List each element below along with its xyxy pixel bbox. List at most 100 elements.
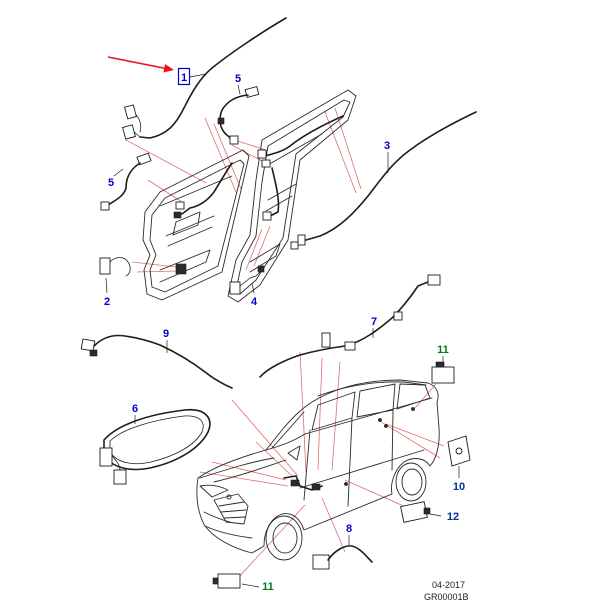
leader-line bbox=[204, 117, 237, 193]
rear-door-cable bbox=[269, 167, 280, 217]
harness-1-connector bbox=[124, 104, 137, 120]
harness-7-cable bbox=[259, 281, 429, 378]
callout-3: 3 bbox=[384, 140, 390, 152]
callout-12: 12 bbox=[447, 511, 459, 523]
harness-5-cable bbox=[219, 94, 249, 141]
callout-2-leader bbox=[105, 277, 108, 294]
leader-lines-bottom bbox=[199, 351, 445, 579]
harness-item-1: 1 bbox=[122, 17, 287, 219]
harness-1-cable bbox=[139, 17, 287, 139]
front-door-outer bbox=[142, 149, 250, 301]
callout-2: 2 bbox=[104, 296, 110, 308]
harness-item-9: 9 bbox=[80, 328, 233, 389]
vehicle-outline bbox=[196, 379, 440, 561]
front-door-cable bbox=[181, 162, 233, 215]
callout-8: 8 bbox=[346, 523, 352, 535]
vehicle-body-lower bbox=[196, 458, 431, 554]
harness-9-connector bbox=[89, 349, 98, 357]
harness-item-5-front: 5 bbox=[100, 152, 152, 211]
leader-line bbox=[324, 111, 357, 194]
diagram-footer: 04-2017 GR00001B bbox=[424, 580, 469, 602]
harness-2-cable bbox=[109, 257, 131, 277]
vehicle-connector-point bbox=[378, 418, 382, 422]
harness-4-connector bbox=[257, 265, 265, 273]
harness-item-7: 7 bbox=[259, 274, 441, 378]
harness-8-connector bbox=[312, 554, 330, 570]
harness-5-connector bbox=[100, 201, 110, 211]
harness-2-connector bbox=[99, 257, 111, 275]
callout-11-leader bbox=[241, 583, 260, 588]
harness-7-connector bbox=[393, 311, 403, 321]
leader-line bbox=[385, 423, 445, 447]
harness-6-connector bbox=[113, 469, 127, 485]
rear-door-outer bbox=[227, 89, 357, 303]
callout-1-box bbox=[177, 67, 191, 86]
harness-6-loop-inner bbox=[109, 415, 204, 465]
part-10-hole bbox=[455, 447, 463, 455]
callout-1: 1 bbox=[181, 72, 187, 84]
pointer-arrow bbox=[107, 56, 174, 73]
harness-item-4: 4 bbox=[229, 265, 265, 308]
leader-line bbox=[344, 479, 409, 509]
leader-line bbox=[245, 228, 263, 271]
harness-2-connector bbox=[175, 263, 187, 275]
leader-line bbox=[211, 461, 287, 481]
vehicle-connector-point bbox=[344, 482, 348, 486]
harness-item-5-rear: 5 bbox=[217, 73, 344, 221]
harness-3-connector bbox=[290, 241, 299, 250]
vehicle-rear-wheel bbox=[395, 462, 427, 502]
callout-7: 7 bbox=[371, 316, 377, 328]
vehicle-interior-connector bbox=[311, 483, 321, 491]
callout-1-leader bbox=[189, 73, 207, 78]
callout-5: 5 bbox=[235, 73, 241, 85]
part-12-housing bbox=[400, 501, 428, 523]
vehicle-connector-point bbox=[411, 407, 415, 411]
harness-item-2: 2 bbox=[99, 257, 187, 308]
vehicle-window bbox=[311, 391, 356, 431]
harness-9-connector bbox=[80, 338, 96, 352]
leader-line bbox=[317, 357, 323, 471]
rear-door-connector bbox=[262, 211, 272, 221]
leader-line bbox=[199, 471, 289, 487]
harness-item-6: 6 bbox=[99, 403, 211, 485]
harness-3-connector bbox=[297, 234, 306, 246]
front-door-inner bbox=[149, 159, 245, 293]
part-item-10: 10 bbox=[447, 435, 471, 493]
callout-9: 9 bbox=[163, 328, 169, 340]
callout-11: 11 bbox=[262, 581, 274, 593]
leader-line bbox=[253, 225, 271, 267]
vehicle-front-wheel bbox=[265, 515, 303, 561]
part-11-tab bbox=[212, 577, 219, 585]
harness-6-pigtail bbox=[111, 455, 121, 471]
rear-door-cable bbox=[264, 115, 344, 157]
rear-door-beltline bbox=[265, 133, 323, 167]
rear-door-pocket bbox=[249, 243, 281, 273]
rear-door-connector bbox=[261, 159, 271, 168]
callout-5: 5 bbox=[108, 177, 114, 189]
vehicle-roof-rail bbox=[317, 381, 427, 397]
harness-5-connector bbox=[229, 135, 239, 145]
leader-line bbox=[321, 497, 346, 553]
callout-6: 6 bbox=[132, 403, 138, 415]
leader-line bbox=[231, 144, 263, 162]
vehicle-hood bbox=[199, 457, 287, 483]
leader-line bbox=[237, 504, 306, 579]
front-door-handle bbox=[172, 211, 201, 236]
callout-5-leader bbox=[113, 168, 124, 177]
leader-line bbox=[255, 441, 293, 477]
callout-4: 4 bbox=[251, 296, 258, 308]
leader-line bbox=[334, 107, 362, 190]
harness-5-cable bbox=[107, 162, 141, 206]
leader-line bbox=[147, 179, 183, 203]
leader-lines-top bbox=[125, 107, 362, 273]
pointer-arrow-shaft bbox=[107, 56, 167, 70]
vehicle-door-cut bbox=[303, 409, 394, 507]
leader-line bbox=[377, 419, 441, 459]
vehicle-window bbox=[356, 383, 396, 418]
callout-5-leader bbox=[237, 84, 241, 95]
harness-5-connector bbox=[136, 152, 152, 166]
rear-door bbox=[227, 89, 357, 303]
callout-4-leader bbox=[251, 282, 255, 294]
rear-door-armrest bbox=[265, 183, 297, 212]
